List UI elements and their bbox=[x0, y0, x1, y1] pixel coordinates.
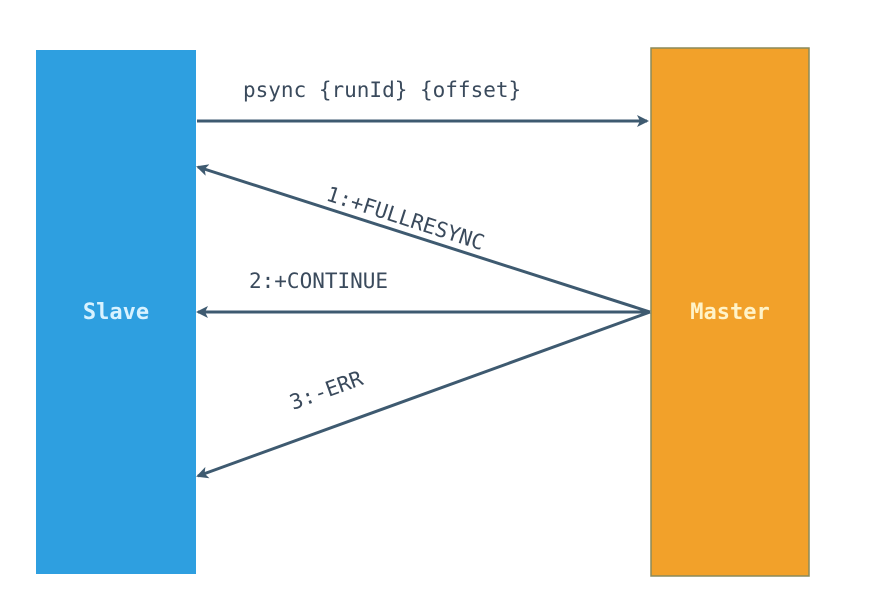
err-arrow bbox=[196, 310, 651, 479]
continue-message: 2:+CONTINUE bbox=[196, 269, 650, 318]
err-message: 3:-ERR bbox=[196, 310, 651, 479]
slave-box bbox=[36, 50, 196, 574]
slave-label: Slave bbox=[83, 300, 149, 325]
master-node: Master bbox=[650, 47, 810, 577]
master-label: Master bbox=[690, 300, 769, 325]
master-box bbox=[650, 47, 810, 577]
psync-message: psync {runId} {offset} bbox=[197, 78, 649, 127]
err-label: 3:-ERR bbox=[287, 366, 367, 415]
psync-label: psync {runId} {offset} bbox=[243, 78, 521, 102]
fullresync-arrow bbox=[196, 164, 651, 314]
slave-node: Slave bbox=[36, 50, 196, 574]
continue-label: 2:+CONTINUE bbox=[249, 269, 388, 293]
fullresync-label: 1:+FULLRESYNC bbox=[323, 182, 487, 255]
